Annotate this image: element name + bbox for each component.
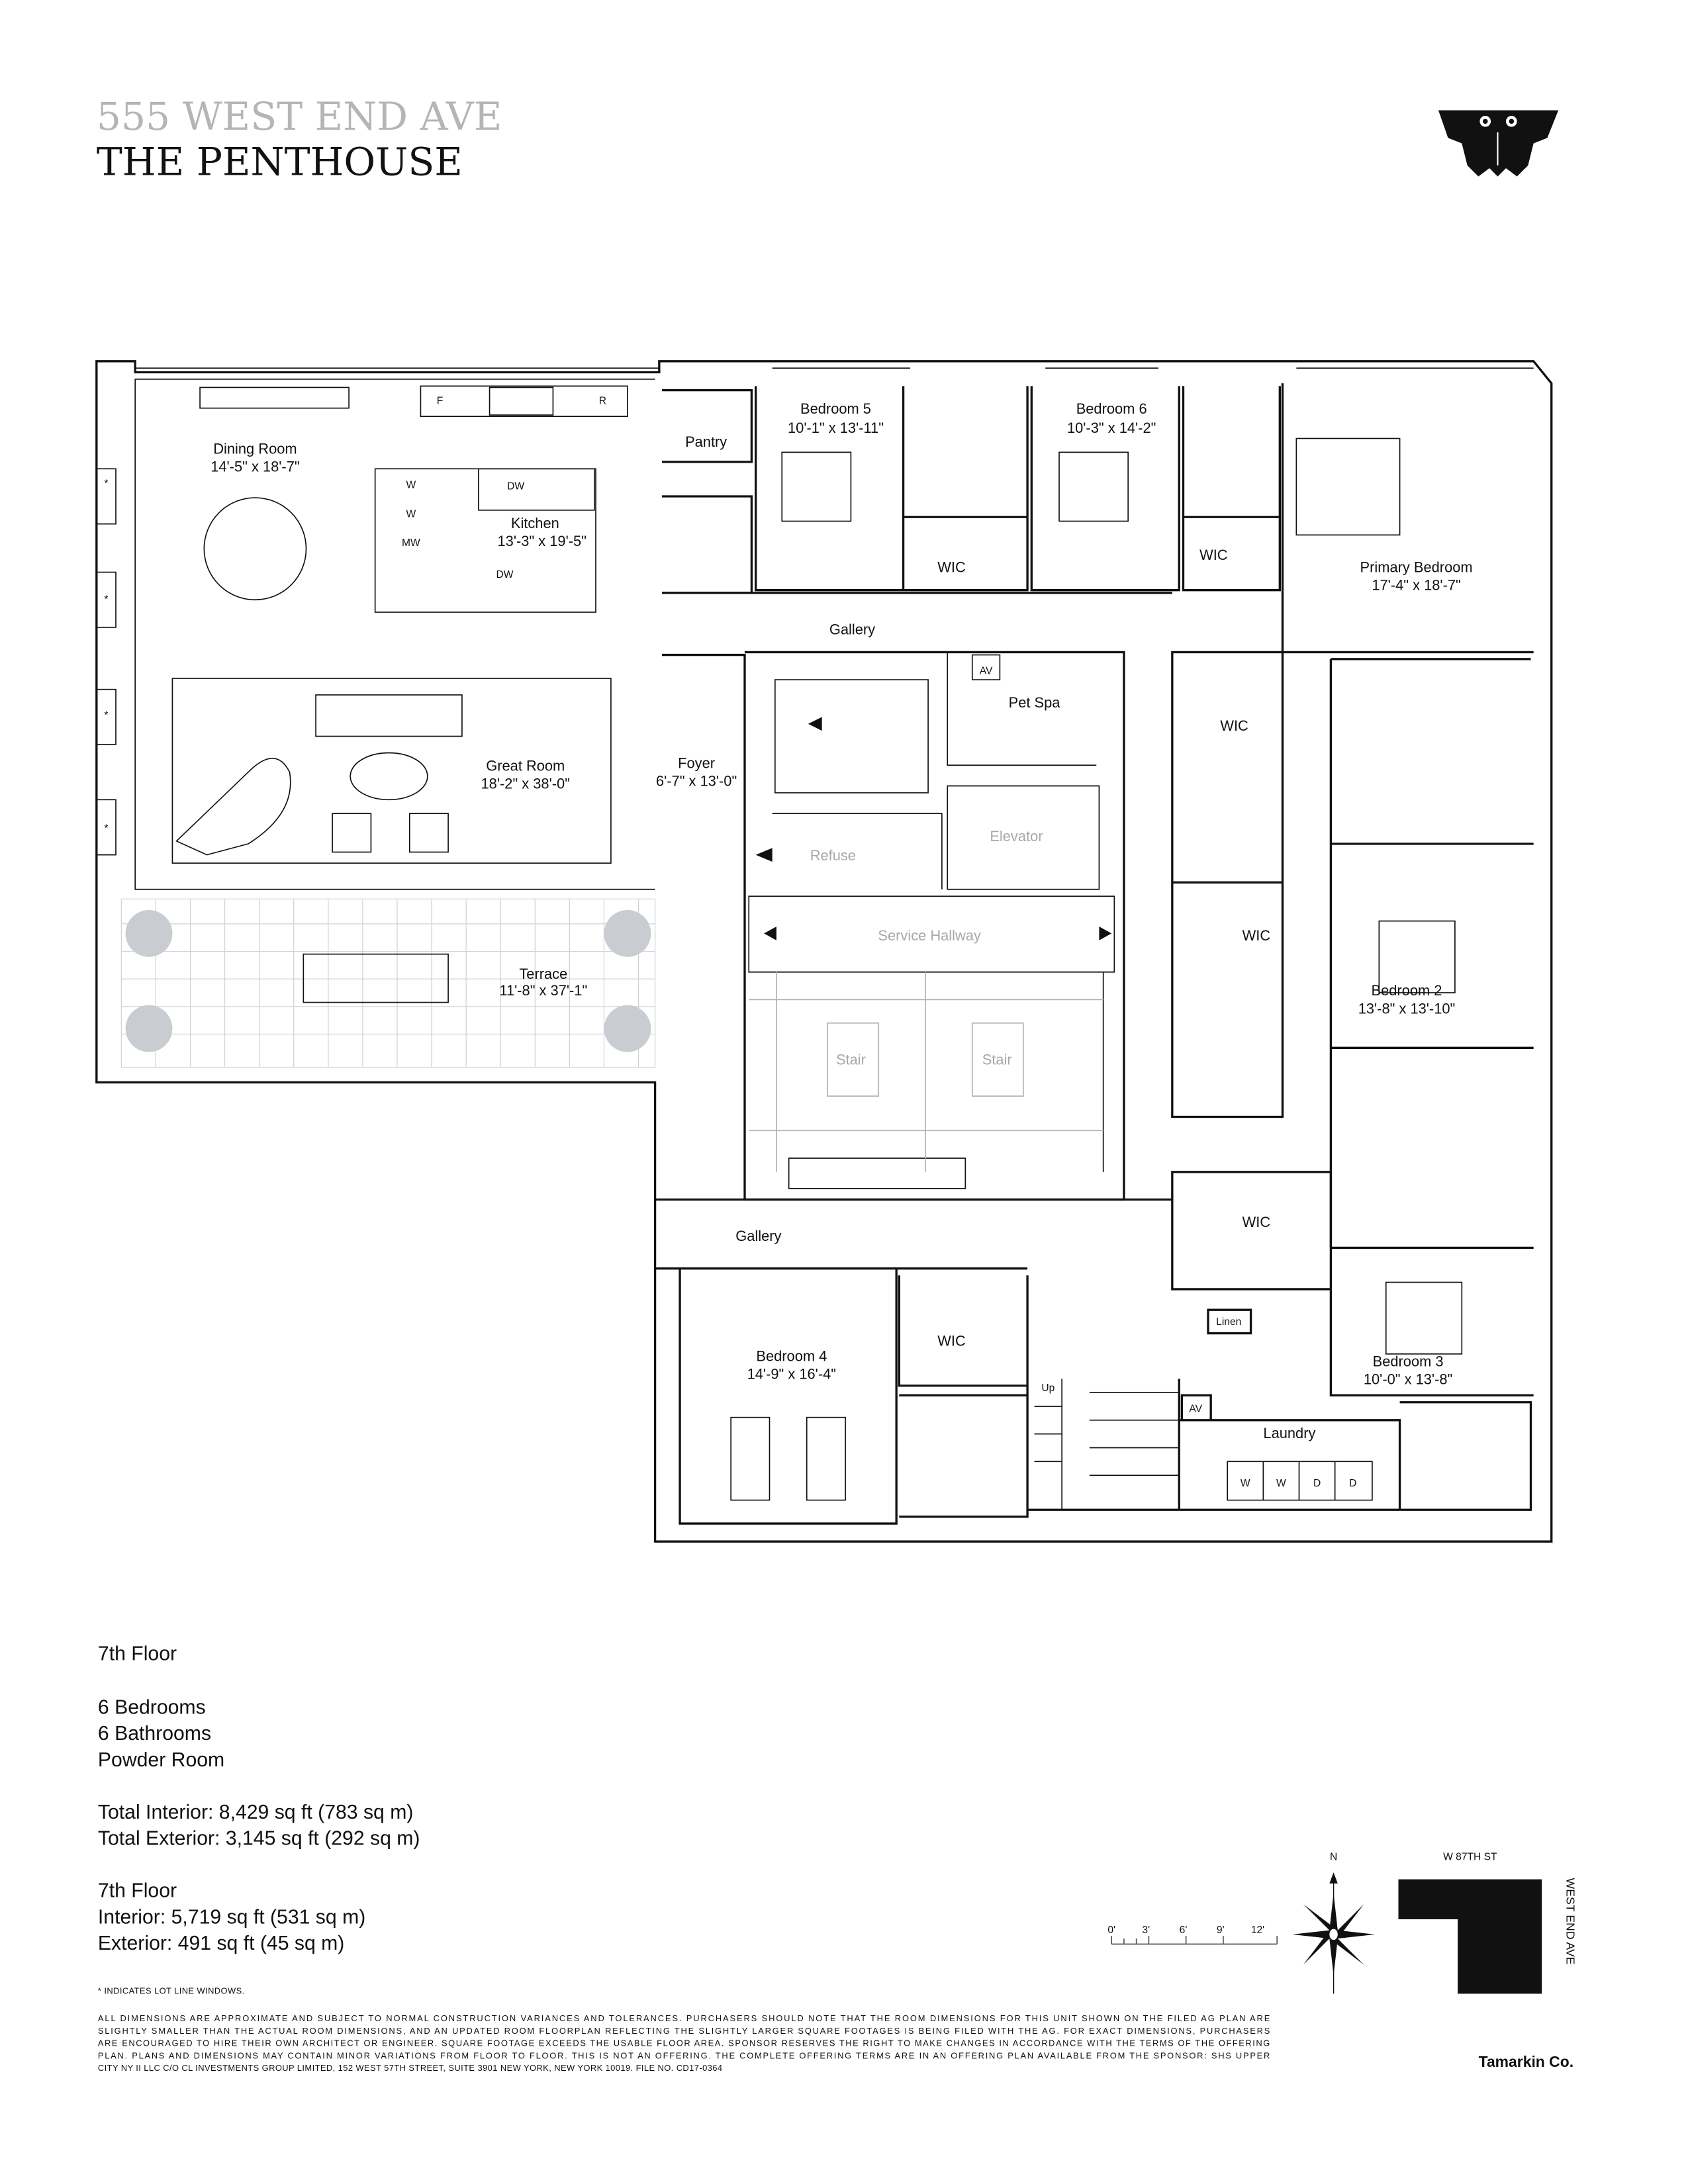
microwave-label: MW (402, 537, 420, 549)
lot-line-marker: * (104, 709, 108, 721)
service-hallway-label: Service Hallway (878, 927, 981, 944)
floor-heading: 7th Floor (98, 1643, 177, 1664)
wic-label: WIC (1220, 717, 1248, 734)
bedroom3-label: Bedroom 3 (1373, 1353, 1444, 1370)
wic-label: WIC (937, 559, 966, 576)
powder-room: Powder Room (98, 1749, 224, 1771)
stair-label: Stair (836, 1051, 866, 1068)
compass-rose-icon: N (1292, 1851, 1376, 1994)
elevator-label: Elevator (990, 828, 1043, 844)
kitchen-fixtures: F R DW DW W W MW (199, 385, 628, 613)
scale-label: 6' (1180, 1925, 1188, 1936)
scale-label: 3' (1142, 1925, 1150, 1936)
key-plan: W 87TH ST WEST END AVE (1398, 1851, 1577, 1994)
dining-room-dims: 14'-5" x 18'-7" (211, 459, 299, 475)
stair-up-label: Up (1041, 1383, 1055, 1394)
bedroom2-label: Bedroom 2 (1372, 982, 1442, 999)
bedroom6-dims: 10'-3" x 14'-2" (1067, 420, 1156, 436)
bedroom2-dims: 13'-8" x 13'-10" (1358, 1000, 1456, 1017)
bedroom5-label: Bedroom 5 (800, 400, 871, 417)
kitchen-dims: 13'-3" x 19'-5" (498, 533, 586, 549)
dishwasher-label: DW (496, 569, 513, 580)
foyer-label: Foyer (678, 754, 715, 771)
lot-line-marker: * (104, 823, 108, 834)
lot-line-marker: * (104, 594, 108, 605)
street-label: W 87TH ST (1443, 1851, 1497, 1862)
avenue-label: WEST END AVE (1564, 1878, 1577, 1965)
wic-label: WIC (937, 1332, 966, 1349)
floor-subheading: 7th Floor (98, 1880, 177, 1902)
great-room-dims: 18'-2" x 38'-0" (481, 776, 570, 792)
unit-summary: 7th Floor 6 Bedrooms 6 Bathrooms Powder … (98, 1643, 420, 1954)
refrigerator-label: R (599, 395, 606, 406)
av-label: AV (1189, 1403, 1202, 1414)
terrace-dims: 11'-8" x 37'-1" (499, 982, 587, 999)
terrace-label: Terrace (519, 966, 567, 982)
linen-label: Linen (1216, 1316, 1241, 1328)
disclaimer-line: CITY NY II LLC C/O CL INVESTMENTS GROUP … (98, 2063, 723, 2073)
north-label: N (1330, 1851, 1337, 1862)
gallery-label: Gallery (735, 1228, 781, 1244)
av-label: AV (980, 666, 993, 677)
wic-label: WIC (1243, 927, 1271, 944)
bedroom3-dims: 10'-0" x 13'-8" (1364, 1371, 1452, 1388)
washer-label: W (1241, 1478, 1250, 1489)
pet-spa-label: Pet Spa (1009, 694, 1061, 711)
wic-label: WIC (1243, 1214, 1271, 1230)
floor-exterior: Exterior: 491 sq ft (45 sq m) (98, 1933, 344, 1954)
disclaimer-line: SLIGHTLY SMALLER THAN THE ACTUAL ROOM DI… (98, 2026, 1270, 2036)
dining-room-label: Dining Room (213, 440, 297, 457)
wall-oven-label: W (406, 508, 416, 520)
primary-bedroom-dims: 17'-4" x 18'-7" (1372, 577, 1460, 594)
lot-line-windows: * * * * (96, 468, 117, 856)
scale-label: 9' (1217, 1925, 1225, 1936)
furniture (171, 437, 1463, 1501)
disclaimer-line: ALL DIMENSIONS ARE APPROXIMATE AND SUBJE… (98, 2013, 1270, 2023)
great-room-label: Great Room (486, 758, 565, 774)
wic-label: WIC (1199, 547, 1228, 563)
bedroom6-label: Bedroom 6 (1076, 400, 1147, 417)
bedroom5-dims: 10'-1" x 13'-11" (788, 420, 884, 436)
scale-label: 12' (1251, 1925, 1264, 1936)
freezer-label: F (437, 395, 444, 406)
gallery-label: Gallery (829, 621, 875, 637)
bedrooms-count: 6 Bedrooms (98, 1697, 206, 1719)
scale-bar: 0' 3' 6' 9' 12' (1107, 1925, 1278, 1945)
disclaimer-line: PLAN. PLANS AND DIMENSIONS MAY CONTAIN M… (98, 2050, 1270, 2060)
wall-oven-label: W (406, 480, 416, 491)
washer-label: W (1276, 1478, 1286, 1489)
total-exterior: Total Exterior: 3,145 sq ft (292 sq m) (98, 1828, 420, 1850)
foyer-dims: 6'-7" x 13'-0" (656, 773, 737, 790)
bedroom4-label: Bedroom 4 (756, 1347, 827, 1364)
floor-interior: Interior: 5,719 sq ft (531 sq m) (98, 1906, 365, 1928)
building-footprint (1398, 1879, 1542, 1994)
interior-walls (655, 383, 1534, 1525)
dryer-label: D (1313, 1478, 1321, 1489)
brand-logo: Tamarkin Co. (1479, 2053, 1573, 2070)
lot-line-footnote: * INDICATES LOT LINE WINDOWS. (98, 1986, 245, 1996)
terrace-paving (120, 898, 656, 1068)
bedroom4-dims: 14'-9" x 16'-4" (747, 1365, 836, 1382)
kitchen-label: Kitchen (511, 515, 559, 531)
floorplan: * * * * F R DW DW W W MW (95, 360, 1553, 1543)
dishwasher-label: DW (507, 481, 524, 492)
building-address: 555 WEST END AVE (97, 94, 502, 139)
owl-logo-icon (1438, 110, 1559, 177)
pantry-label: Pantry (685, 433, 727, 450)
lot-line-marker: * (104, 478, 108, 489)
bathrooms-count: 6 Bathrooms (98, 1723, 211, 1745)
scale-label: 0' (1107, 1925, 1115, 1936)
room-labels: Dining Room 14'-5" x 18'-7" Kitchen 13'-… (211, 400, 1472, 1489)
dryer-label: D (1349, 1478, 1356, 1489)
disclaimer-line: ARE ENCOURAGED TO HIRE THEIR OWN ARCHITE… (98, 2038, 1270, 2048)
disclaimer: * INDICATES LOT LINE WINDOWS. ALL DIMENS… (98, 1986, 1270, 2073)
unit-title: THE PENTHOUSE (97, 140, 463, 185)
stair-label: Stair (982, 1051, 1012, 1068)
refuse-label: Refuse (810, 847, 856, 864)
total-interior: Total Interior: 8,429 sq ft (783 sq m) (98, 1801, 414, 1823)
primary-bedroom-label: Primary Bedroom (1360, 559, 1473, 576)
laundry-label: Laundry (1263, 1425, 1315, 1441)
